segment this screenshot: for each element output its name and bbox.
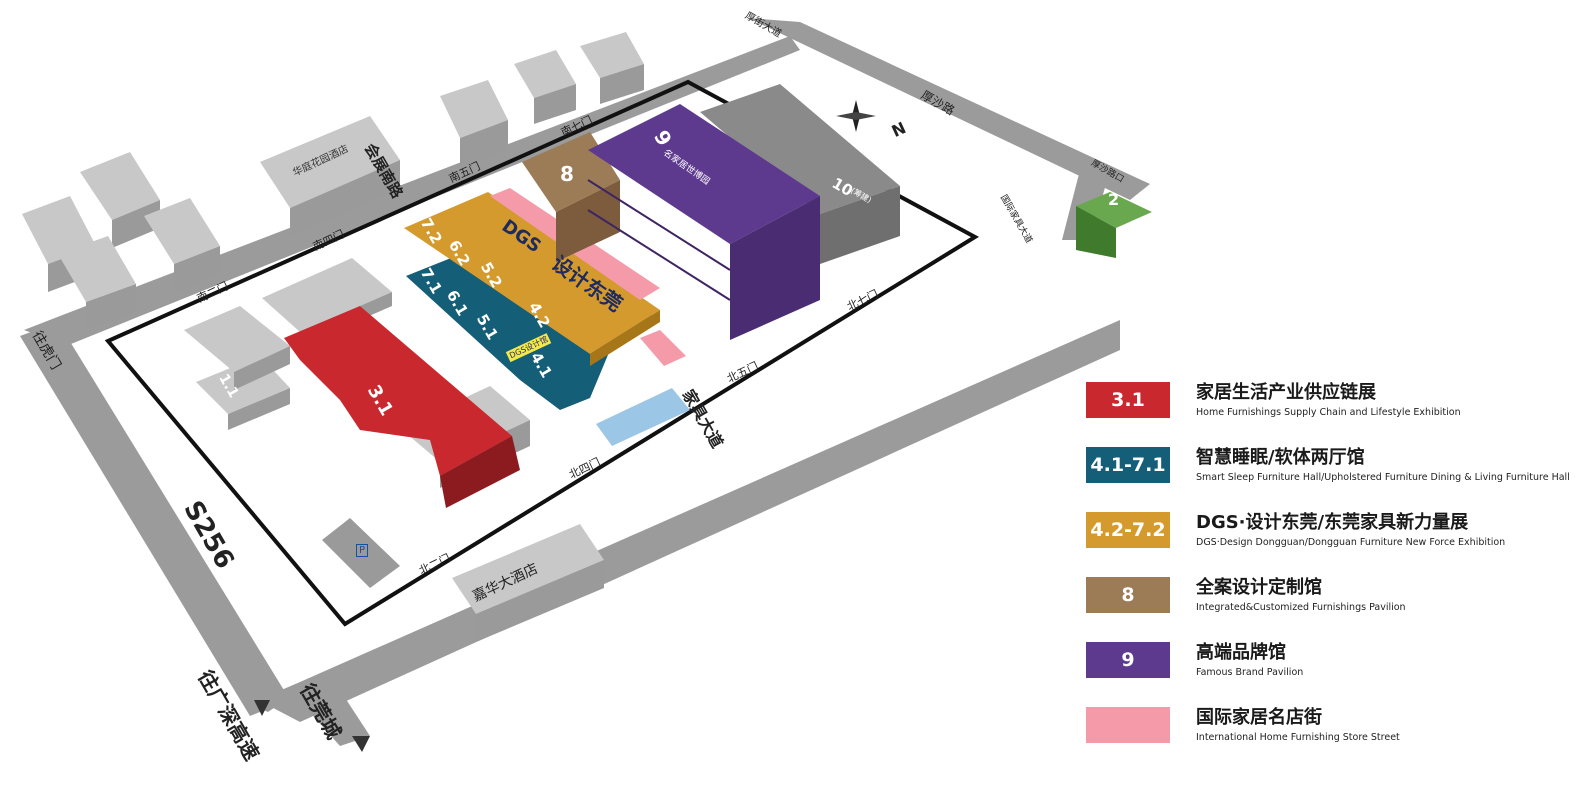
legend-title: 全案设计定制馆: [1196, 577, 1322, 598]
bldg-c: [58, 236, 136, 330]
hall-9[interactable]: [587, 104, 820, 340]
hall-3-1[interactable]: [284, 306, 520, 508]
roads: [20, 18, 1150, 752]
legend-swatch: 9: [1086, 642, 1170, 678]
hall-2[interactable]: [1076, 192, 1152, 258]
legend-subtitle: Integrated&Customized Furnishings Pavili…: [1196, 602, 1406, 613]
bldg-e: [440, 80, 508, 168]
legend-subtitle: Smart Sleep Furniture Hall/Upholstered F…: [1196, 472, 1570, 483]
legend-title: 高端品牌馆: [1196, 642, 1286, 663]
store-street-right[interactable]: [640, 330, 686, 366]
legend-swatch: 8: [1086, 577, 1170, 613]
road-s256: [20, 322, 290, 716]
bldg-left-cluster: [184, 306, 290, 390]
legend-title: 智慧睡眠/软体两厅馆: [1196, 447, 1365, 468]
arrow-guangshen: [254, 700, 270, 716]
legend-title: 国际家居名店街: [1196, 707, 1322, 728]
hall-4-1-7-1[interactable]: [406, 256, 660, 410]
legend-title: DGS·设计东莞/东莞家具新力量展: [1196, 512, 1469, 533]
legend-subtitle: DGS·Design Dongguan/Dongguan Furniture N…: [1196, 537, 1506, 548]
legend-swatch: 4.1-7.1: [1086, 447, 1170, 483]
legend-title: 家居生活产业供应链展: [1196, 382, 1376, 403]
bldg-hotel-jiahua: [452, 524, 604, 642]
legend-subtitle: Famous Brand Pavilion: [1196, 667, 1304, 678]
hall-4-2-7-2[interactable]: [404, 192, 660, 366]
bldg-10: [700, 84, 900, 264]
legend-subtitle: International Home Furnishing Store Stre…: [1196, 732, 1400, 743]
legend-swatch: [1086, 707, 1170, 743]
legend-item: 9 高端品牌馆 Famous Brand Pavilion: [1086, 638, 1586, 703]
bldg-g: [580, 32, 644, 104]
legend-item: 8 全案设计定制馆 Integrated&Customized Furnishi…: [1086, 573, 1586, 638]
parking-label: P: [356, 544, 369, 557]
bldg-hotel-huating: [260, 116, 400, 236]
bldg-b: [80, 152, 160, 248]
site-boundary: [104, 79, 980, 627]
legend-item: 国际家居名店街 International Home Furnishing St…: [1086, 703, 1586, 768]
arrow-guancheng: [352, 736, 370, 752]
legend: 3.1 家居生活产业供应链展 Home Furnishings Supply C…: [1086, 378, 1586, 768]
bldg-d: [144, 198, 220, 292]
legend-subtitle: Home Furnishings Supply Chain and Lifest…: [1196, 407, 1461, 418]
bldg-f: [514, 50, 576, 124]
hall-label-2: 2: [1108, 190, 1120, 209]
legend-item: 4.1-7.1 智慧睡眠/软体两厅馆 Smart Sleep Furniture…: [1086, 443, 1586, 508]
sign-lightblue: [596, 388, 690, 446]
road-housha: [748, 18, 1150, 200]
road-to-guancheng: [290, 684, 370, 746]
bldg-parking: [322, 518, 400, 588]
road-lower-diagonal: [258, 320, 1120, 722]
legend-swatch: 3.1: [1086, 382, 1170, 418]
legend-swatch: 4.2-7.2: [1086, 512, 1170, 548]
legend-item: 4.2-7.2 DGS·设计东莞/东莞家具新力量展 DGS·Design Don…: [1086, 508, 1586, 573]
legend-item: 3.1 家居生活产业供应链展 Home Furnishings Supply C…: [1086, 378, 1586, 443]
hall-label-8: 8: [560, 162, 574, 186]
compass-icon: [836, 100, 876, 132]
